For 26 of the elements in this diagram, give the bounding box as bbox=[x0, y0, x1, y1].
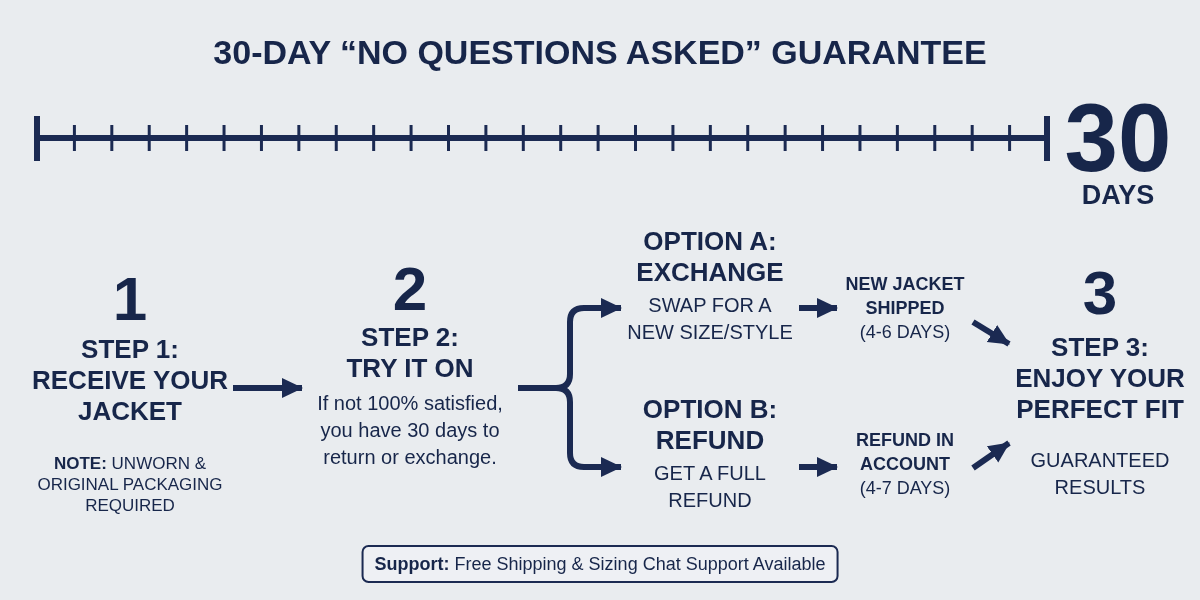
step-description: If not 100% satisfied, you have 30 days to return or exchange. bbox=[316, 391, 504, 470]
requirement-note: NOTE: UNWORN & ORIGINAL PACKAGING REQUIRED bbox=[36, 453, 224, 516]
step-number: 2 bbox=[392, 258, 428, 320]
step-number: 1 bbox=[112, 268, 148, 330]
option-heading: OPTION B: REFUND bbox=[641, 394, 779, 456]
support-note: Support: Free Shipping & Sizing Chat Support Available bbox=[374, 553, 826, 576]
option-heading: OPTION A: EXCHANGE bbox=[635, 226, 785, 288]
diagram-title: 30-DAY “NO QUESTIONS ASKED” GUARANTEE bbox=[213, 35, 987, 69]
step-heading: STEP 2: TRY IT ON bbox=[345, 322, 475, 384]
step-number: 3 bbox=[1082, 262, 1118, 324]
arrow bbox=[799, 457, 838, 477]
step-description: GUARANTEED RESULTS bbox=[1029, 448, 1171, 500]
step-heading: STEP 1: RECEIVE YOUR JACKET bbox=[31, 334, 229, 427]
arrow bbox=[233, 378, 303, 398]
option-description: SWAP FOR A NEW SIZE/STYLE bbox=[626, 293, 794, 345]
duration-note: (4-7 DAYS) bbox=[859, 477, 951, 500]
support-box bbox=[361, 545, 839, 583]
result-heading: REFUND IN ACCOUNT bbox=[855, 429, 955, 476]
arrow bbox=[518, 385, 622, 477]
step-heading: STEP 3: ENJOY YOUR PERFECT FIT bbox=[1014, 332, 1186, 425]
option-description: GET A FULL REFUND bbox=[653, 461, 767, 513]
arrow bbox=[971, 319, 1011, 347]
duration-note: (4-6 DAYS) bbox=[859, 321, 951, 344]
arrow bbox=[799, 298, 838, 318]
result-heading: NEW JACKET SHIPPED bbox=[844, 273, 966, 320]
arrow bbox=[971, 440, 1011, 471]
